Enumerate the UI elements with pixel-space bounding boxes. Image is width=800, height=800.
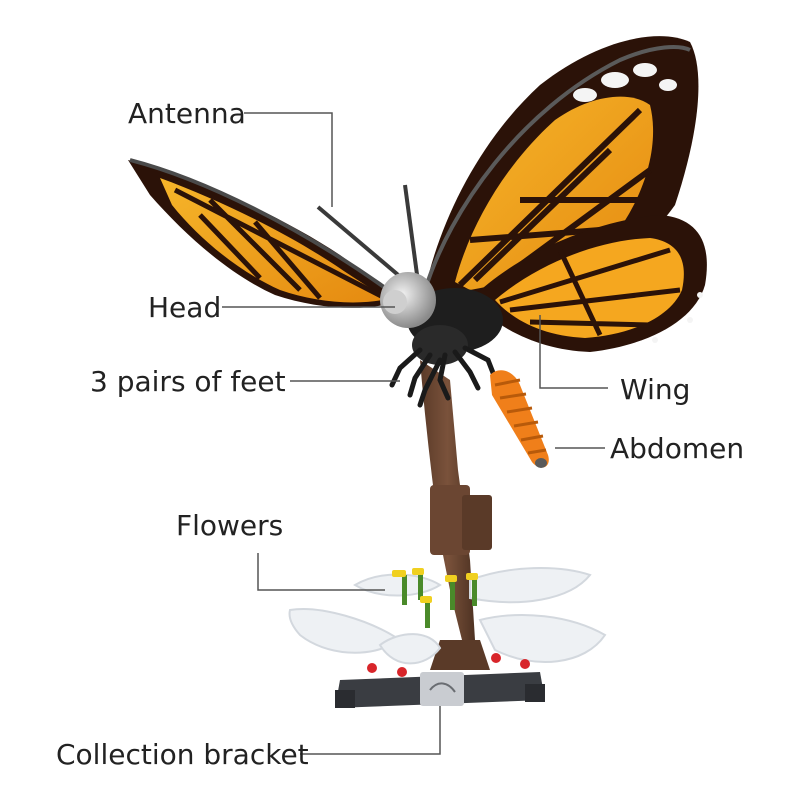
abdomen-shape [490,370,549,468]
label-feet: 3 pairs of feet [90,365,286,398]
red-buds [367,653,530,677]
collection-bracket-shape [335,672,545,708]
label-collection-bracket: Collection bracket [56,738,309,771]
right-hindwing [470,215,707,352]
flower-stamens [392,568,478,628]
label-flowers: Flowers [176,509,284,542]
label-abdomen: Abdomen [610,432,745,465]
leader-lines [222,112,608,755]
antennae [316,184,420,287]
label-head: Head [148,291,222,324]
flower-petals [288,567,607,665]
stem [420,360,492,670]
legs [389,345,498,408]
label-wing: Wing [620,373,691,406]
left-wing [128,158,404,308]
label-antenna: Antenna [128,97,246,130]
head [380,272,436,328]
